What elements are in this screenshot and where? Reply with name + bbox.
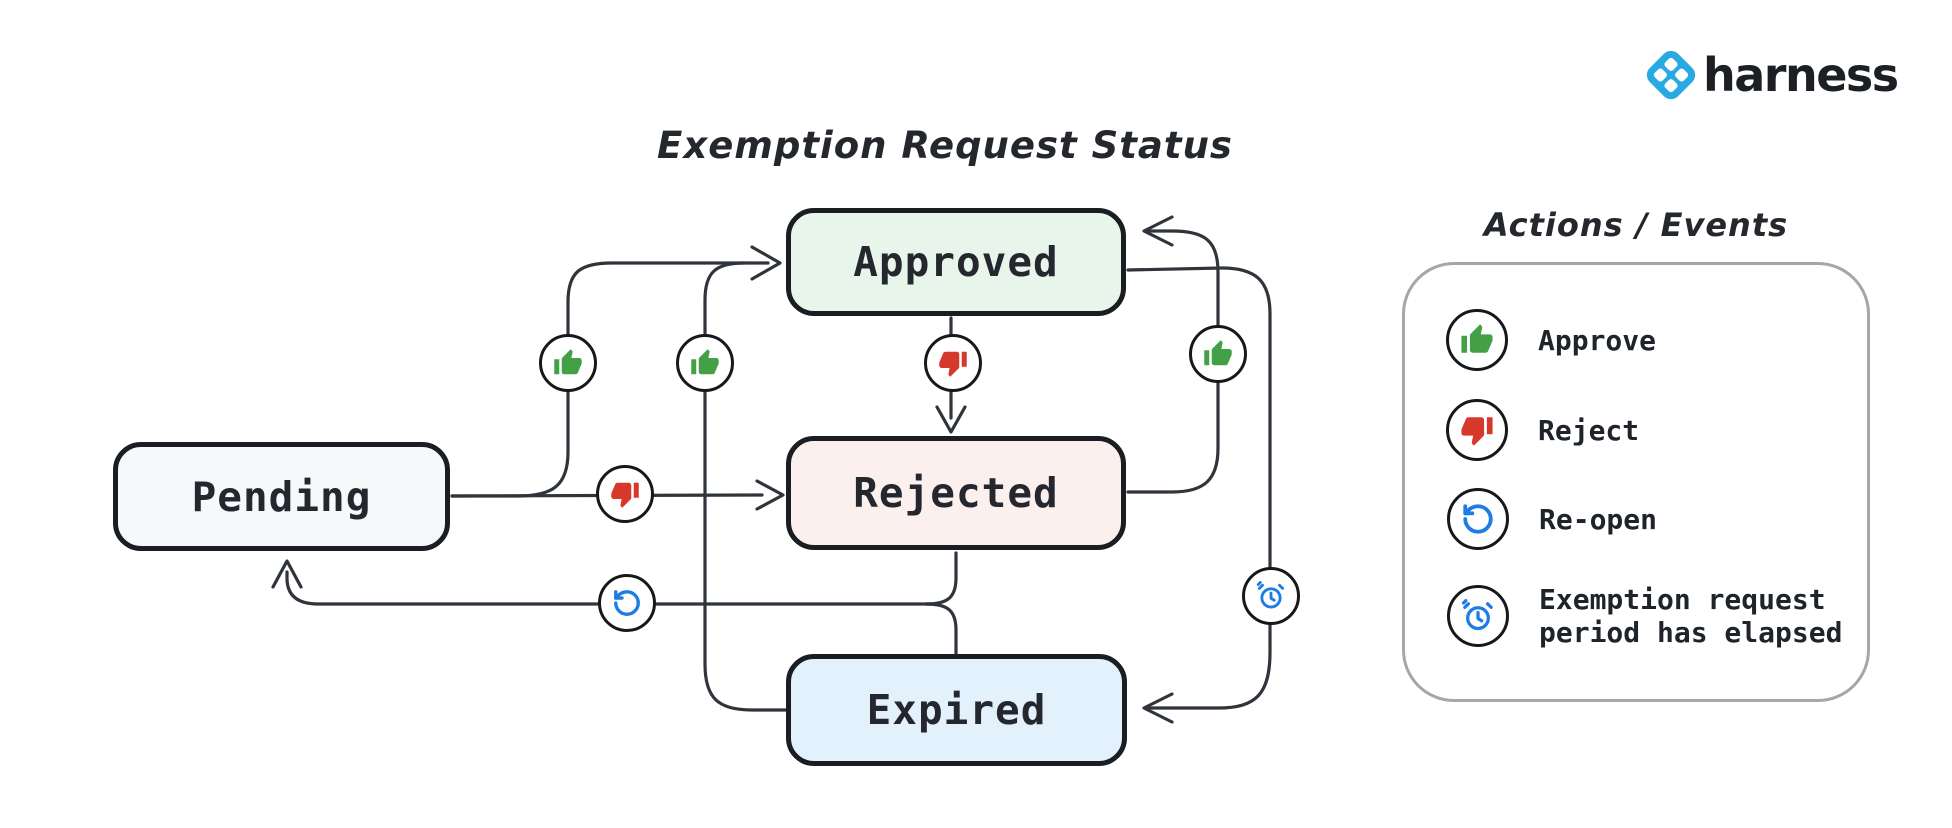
thumbs-down-icon <box>1461 417 1493 446</box>
legend-reopen-badge <box>1447 488 1509 550</box>
arrowhead-into-approved-right <box>1142 215 1174 247</box>
legend-label-approve: Approve <box>1538 323 1657 357</box>
state-box-approved: Approved <box>786 208 1126 316</box>
edge-pending-approved <box>450 261 770 498</box>
thumbs-up-icon <box>1204 340 1232 366</box>
reopen-icon <box>614 590 640 616</box>
alarm-clock-icon <box>1461 599 1493 631</box>
legend-label-elapsed: Exemption request period has elapsed <box>1539 583 1843 649</box>
approve-badge-rejected-approved <box>1189 325 1247 383</box>
legend-alarm-badge <box>1447 585 1509 647</box>
approve-badge-expired-approved <box>676 334 734 392</box>
thumbs-down-icon <box>939 351 967 377</box>
thumbs-up-icon <box>554 349 582 375</box>
legend-label-reject: Reject <box>1538 413 1640 447</box>
edge-rejected-approved <box>1126 229 1220 494</box>
brand-name: harness <box>1703 48 1899 102</box>
state-box-pending: Pending <box>113 442 450 551</box>
legend-row-reopen: Re-open <box>1447 488 1657 550</box>
thumbs-down-icon <box>611 482 639 508</box>
reopen-icon <box>1463 504 1493 534</box>
arrowhead-into-expired-right <box>1142 692 1174 724</box>
legend-row-approve: Approve <box>1446 309 1656 371</box>
approve-badge-pending-approved <box>539 334 597 392</box>
alarm-badge <box>1242 567 1300 625</box>
thumbs-up-icon <box>1461 324 1493 353</box>
thumbs-up-icon <box>691 349 719 375</box>
reopen-badge <box>598 574 656 632</box>
arrowhead-into-rejected-left <box>755 479 785 511</box>
alarm-clock-icon <box>1256 581 1285 609</box>
arrowhead-into-approved-left <box>750 245 782 281</box>
edge-approved-expired <box>1126 266 1272 710</box>
arrowhead-into-rejected-top <box>935 405 967 434</box>
reject-badge-pending-rejected <box>596 465 654 523</box>
legend-row-reject: Reject <box>1446 399 1639 461</box>
brand-logo: harness <box>1641 45 1899 105</box>
state-box-rejected: Rejected <box>786 436 1126 550</box>
legend-row-elapsed: Exemption request period has elapsed <box>1447 583 1884 649</box>
legend-approve-badge <box>1446 309 1508 371</box>
edge-expired-approved <box>703 261 791 712</box>
edge-rejected-reopen <box>924 551 958 606</box>
state-label-pending: Pending <box>191 472 372 521</box>
state-label-approved: Approved <box>853 238 1059 286</box>
reject-badge-approved-rejected <box>924 334 982 392</box>
diagram-title: Exemption Request Status <box>657 124 1233 167</box>
state-label-expired: Expired <box>866 686 1047 734</box>
legend-title: Actions / Events <box>1483 206 1789 244</box>
arrowhead-into-pending-bottom <box>271 559 303 589</box>
edge-expired-reopen <box>924 602 958 657</box>
legend-label-reopen: Re-open <box>1539 502 1658 536</box>
harness-logo-icon <box>1646 50 1696 100</box>
state-box-expired: Expired <box>786 654 1127 766</box>
edge-reopen-pending <box>285 570 932 606</box>
state-label-rejected: Rejected <box>853 469 1059 517</box>
legend-reject-badge <box>1446 399 1508 461</box>
